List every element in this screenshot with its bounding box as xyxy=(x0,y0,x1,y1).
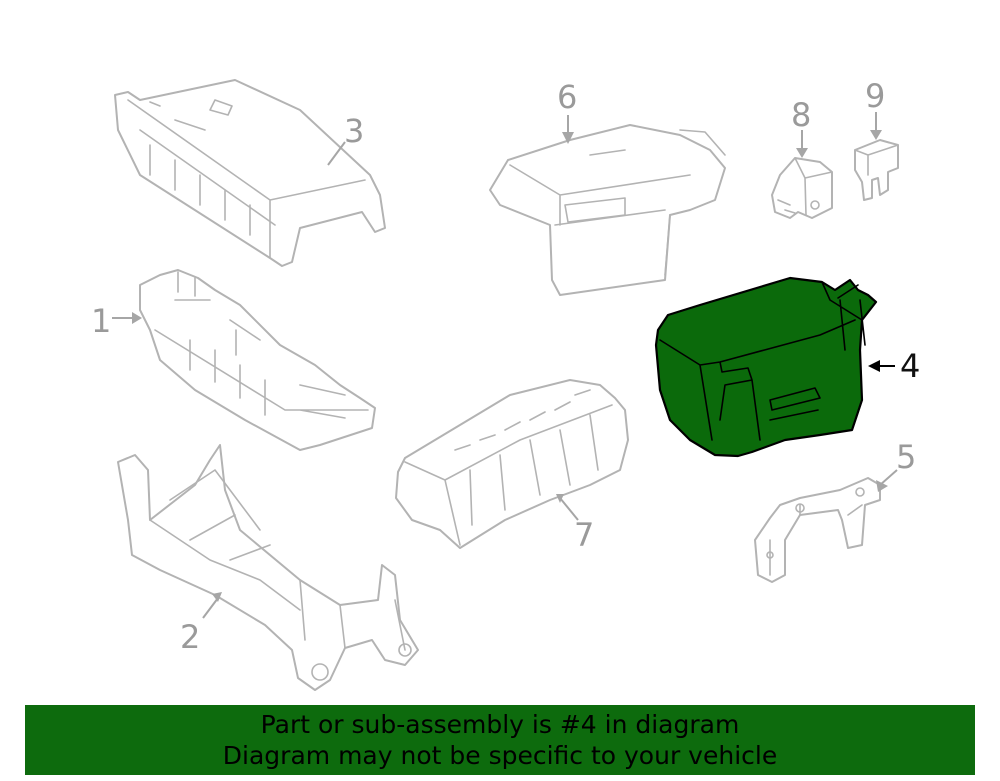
callout-4: 4 xyxy=(868,347,920,385)
part-7-fuse-holder[interactable] xyxy=(395,379,629,549)
callout-1: 1 xyxy=(91,302,142,340)
callout-8-number: 8 xyxy=(791,96,811,134)
callout-6-number: 6 xyxy=(557,78,577,116)
callout-7-number: 7 xyxy=(574,516,594,554)
part-2-bracket[interactable] xyxy=(117,444,419,691)
callout-9-number: 9 xyxy=(865,77,885,115)
callout-5-number: 5 xyxy=(896,438,916,476)
info-banner: Part or sub-assembly is #4 in diagram Di… xyxy=(25,705,975,775)
part-1-relay-block[interactable] xyxy=(139,269,376,451)
banner-line-2: Diagram may not be specific to your vehi… xyxy=(222,741,778,770)
part-5-mount-bracket[interactable] xyxy=(754,477,881,583)
part-4-housing-highlighted[interactable] xyxy=(654,276,878,458)
callout-5: 5 xyxy=(876,438,916,492)
banner-line-1: Part or sub-assembly is #4 in diagram xyxy=(260,710,740,739)
part-6-fuse-box-cover[interactable] xyxy=(489,124,726,296)
part-3-cover[interactable] xyxy=(114,79,386,267)
callout-3: 3 xyxy=(327,112,364,166)
parts-diagram: 3 1 2 6 8 xyxy=(91,77,920,691)
callout-8: 8 xyxy=(791,96,811,158)
callout-2-number: 2 xyxy=(180,618,200,656)
part-9-fuse[interactable] xyxy=(854,139,899,201)
callout-4-number: 4 xyxy=(900,347,920,385)
callout-1-number: 1 xyxy=(91,302,111,340)
callout-2: 2 xyxy=(180,592,222,656)
callout-7: 7 xyxy=(556,494,594,554)
callout-6: 6 xyxy=(557,78,577,144)
part-8-relay[interactable] xyxy=(771,157,833,219)
callout-3-number: 3 xyxy=(344,112,364,150)
callout-9: 9 xyxy=(865,77,885,140)
